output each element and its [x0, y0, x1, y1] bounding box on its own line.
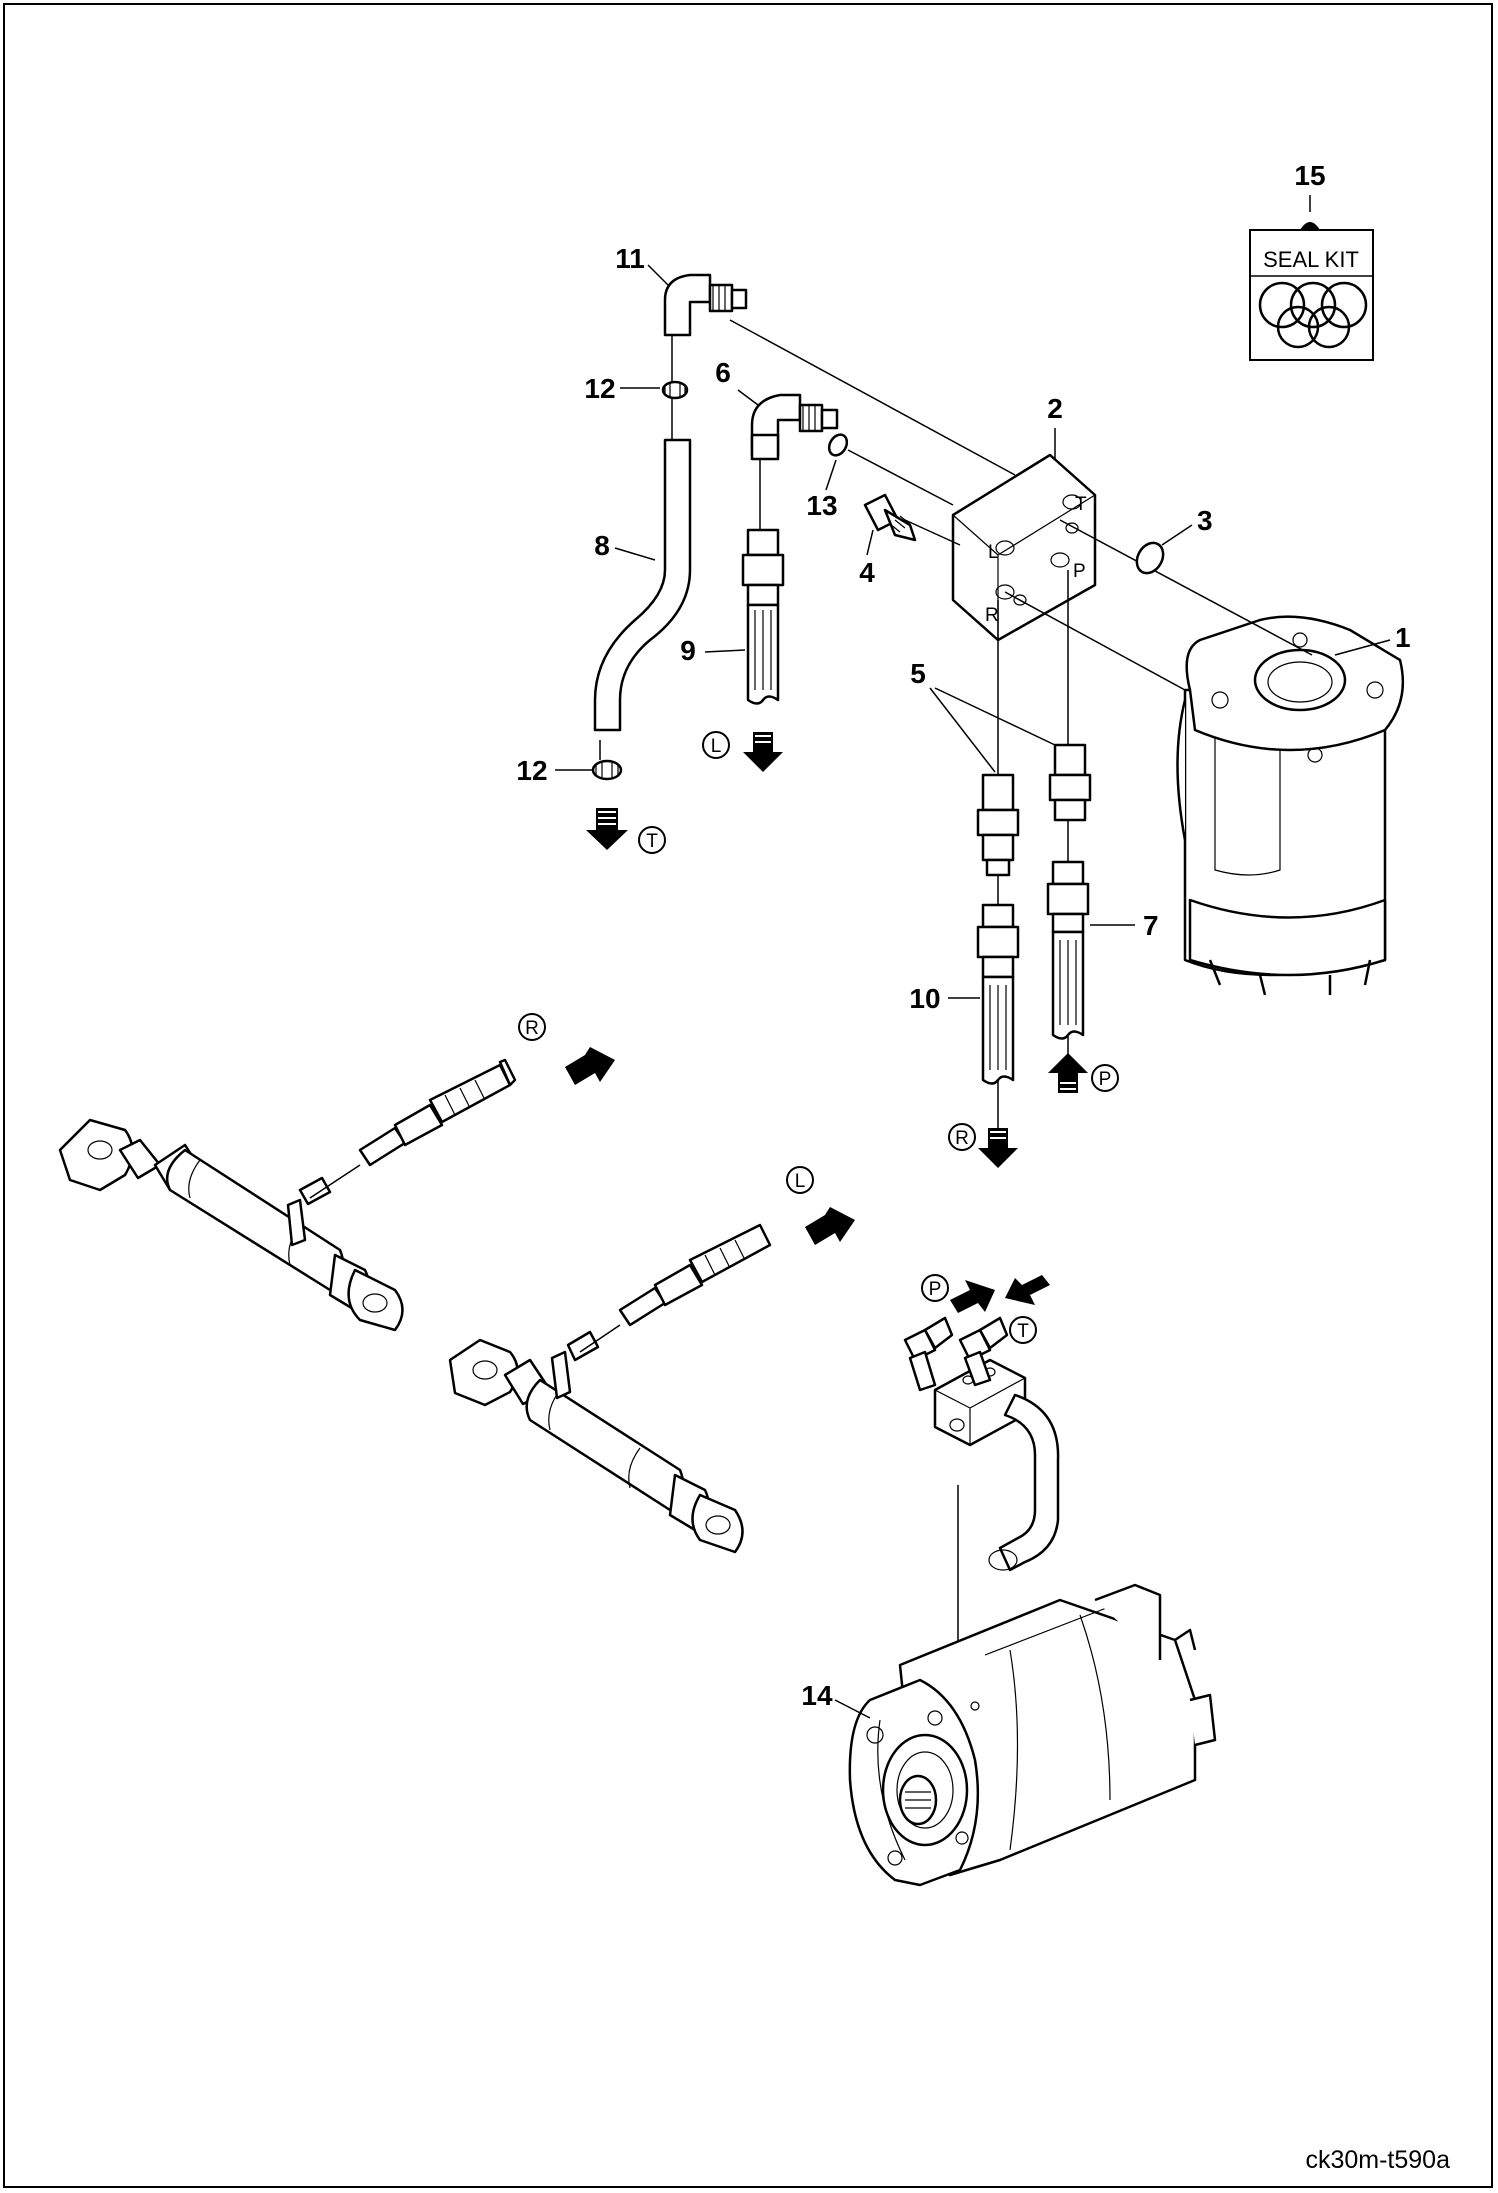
callout-13: 13	[806, 490, 837, 521]
port-label-R-block: R	[985, 605, 999, 626]
seal-kit: 15 SEAL KIT	[1249, 160, 1374, 361]
port-marker-R-hose10: R	[948, 1123, 976, 1151]
elbow-11	[663, 273, 748, 337]
flow-arrow-P-pump	[950, 1280, 995, 1313]
hose-10	[976, 903, 1020, 1085]
o-ring-3	[1135, 541, 1165, 575]
callout-6: 6	[715, 357, 731, 388]
port-label-T-block: T	[1075, 494, 1087, 515]
callout-9: 9	[680, 635, 696, 666]
flow-arrow-R-cylinder	[565, 1047, 615, 1085]
svg-text:R: R	[955, 1128, 969, 1149]
flow-arrow-R-down	[978, 1128, 1018, 1168]
callout-10: 10	[909, 983, 940, 1014]
hose-9	[741, 528, 785, 705]
adapter-block: L T P R	[951, 453, 1097, 642]
fitting-5-left	[976, 773, 1020, 877]
svg-text:T: T	[646, 831, 658, 852]
fitting-5-right	[1048, 743, 1092, 822]
callout-4: 4	[859, 557, 875, 588]
svg-text:T: T	[1017, 1321, 1029, 1342]
drawing-frame	[3, 3, 1493, 2188]
seal-kit-label: SEAL KIT	[1263, 247, 1359, 272]
hose-8	[593, 438, 692, 732]
hose-to-cylinder-right-side	[309, 1058, 517, 1199]
port-marker-T-hose8: T	[638, 826, 666, 854]
pump-manifold	[933, 1358, 1060, 1572]
callout-12-bottom: 12	[516, 755, 547, 786]
callout-8: 8	[594, 530, 610, 561]
elbow-6	[750, 393, 839, 461]
flow-arrow-P-up	[1048, 1053, 1088, 1093]
callout-14: 14	[801, 1680, 833, 1711]
o-ring-13	[827, 433, 849, 457]
callout-5: 5	[910, 658, 926, 689]
callout-11: 11	[615, 243, 645, 274]
svg-text:L: L	[711, 736, 722, 757]
steering-unit	[1176, 615, 1405, 996]
port-label-P-block: P	[1073, 561, 1086, 582]
callout-7: 7	[1143, 910, 1159, 941]
flow-arrow-L-cylinder	[805, 1207, 855, 1245]
gear-pump	[848, 1583, 1217, 1887]
port-marker-P-hose7: P	[1091, 1064, 1119, 1092]
port-marker-R-cylinder: R	[518, 1013, 546, 1041]
svg-text:L: L	[795, 1171, 806, 1192]
pump-elbow-left	[903, 1316, 954, 1392]
bolt-4	[863, 493, 917, 542]
flow-arrow-T-down	[586, 808, 628, 850]
port-marker-P-pump: P	[921, 1274, 949, 1302]
port-label-L-block: L	[988, 542, 999, 563]
drawing-code: ck30m-t590a	[1305, 2146, 1450, 2174]
steering-cylinder-left-side	[448, 1330, 744, 1554]
seal-rings-icon	[1258, 281, 1368, 349]
callout-1: 1	[1395, 622, 1411, 653]
steering-cylinder-right-side	[58, 1118, 404, 1332]
flow-arrow-T-pump	[1005, 1275, 1050, 1305]
port-marker-L-cylinder: L	[786, 1166, 814, 1194]
svg-text:P: P	[929, 1279, 942, 1300]
clamp-12-top	[661, 380, 689, 400]
port-marker-T-pump: T	[1009, 1316, 1037, 1344]
hose-7	[1046, 860, 1090, 1040]
svg-text:P: P	[1099, 1069, 1112, 1090]
port-marker-L-hose9: L	[702, 731, 730, 759]
svg-text:R: R	[525, 1018, 539, 1039]
callout-12-top: 12	[584, 373, 615, 404]
callout-2: 2	[1047, 393, 1063, 424]
flow-arrow-L-down	[743, 732, 783, 772]
hose-to-cylinder-left-side	[579, 1223, 772, 1353]
pump-elbow-right	[958, 1316, 1009, 1387]
callout-3: 3	[1197, 505, 1213, 536]
clamp-12-bottom	[591, 759, 623, 781]
callout-15: 15	[1294, 160, 1325, 191]
